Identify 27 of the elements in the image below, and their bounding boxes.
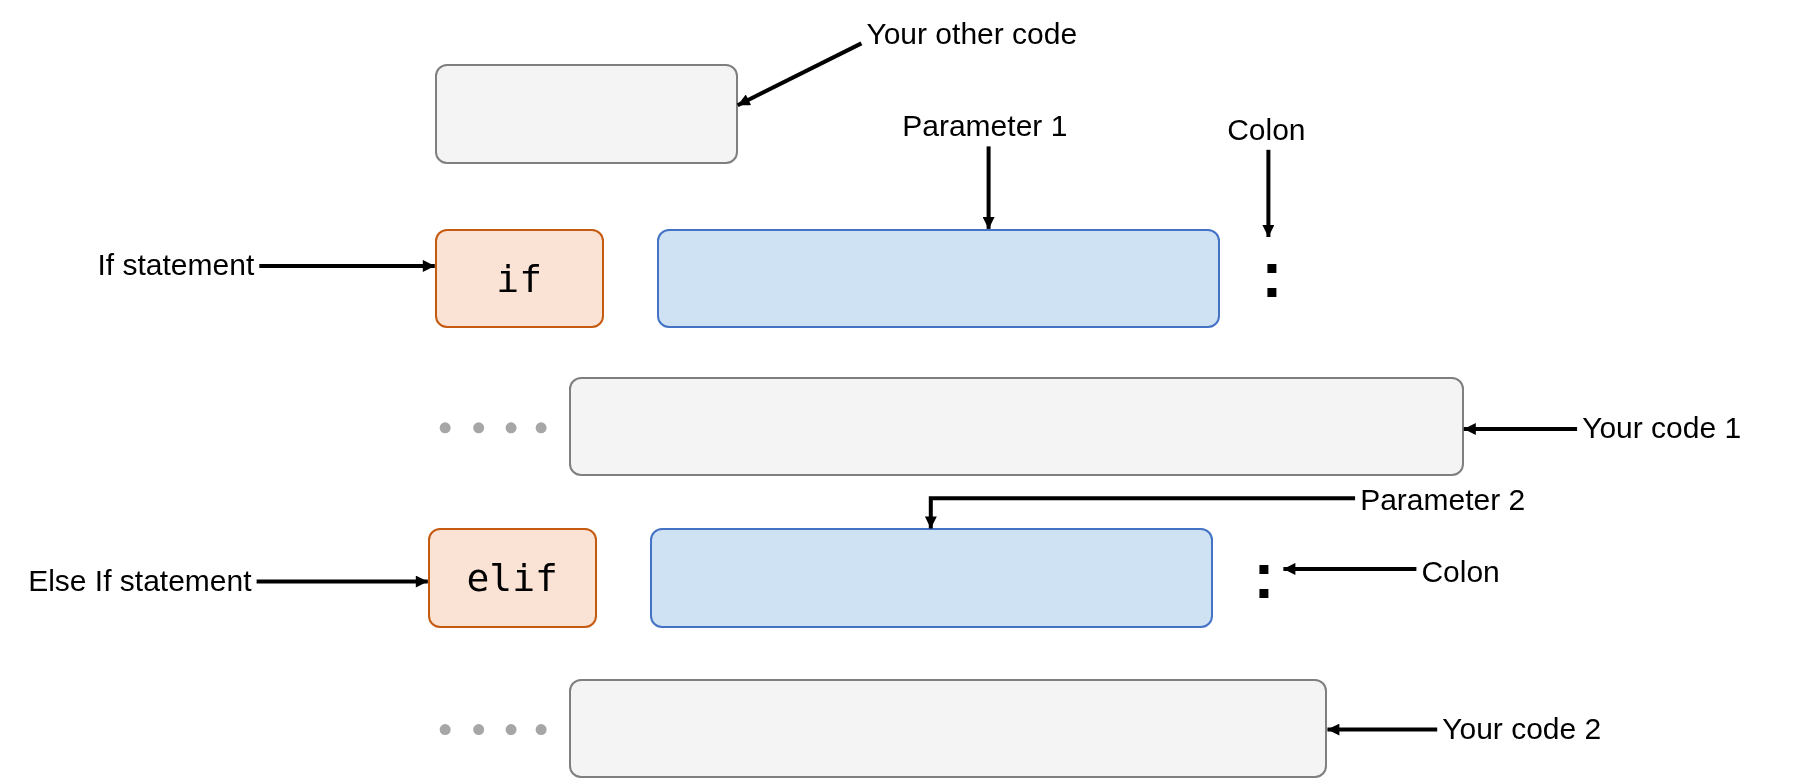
code-block-box	[434, 63, 738, 165]
leader-arrow	[259, 259, 435, 272]
colon-symbol: :	[1252, 237, 1292, 314]
annotation-label: Colon	[1222, 109, 1311, 150]
annotation-label: Your other code	[861, 13, 1083, 54]
leader-arrow	[1283, 562, 1417, 575]
annotation-label: Parameter 1	[897, 106, 1073, 147]
annotation-label: Else If statement	[23, 560, 257, 601]
condition-box	[656, 228, 1220, 329]
annotation-label: Colon	[1416, 551, 1505, 592]
leader-arrow	[982, 146, 995, 229]
annotation-label: Your code 2	[1437, 708, 1607, 749]
leader-arrow	[924, 496, 1356, 529]
colon-symbol: :	[1244, 537, 1284, 614]
code-block-box	[568, 376, 1464, 477]
condition-box	[649, 528, 1213, 628]
leader-arrow	[256, 575, 428, 588]
leader-arrow	[736, 41, 863, 107]
leader-arrow	[1463, 423, 1578, 435]
annotation-label: Your code 1	[1577, 408, 1747, 449]
keyword-box: if	[434, 228, 604, 329]
annotation-label: Parameter 2	[1355, 479, 1531, 520]
leader-arrow	[1327, 723, 1438, 736]
annotation-label: If statement	[92, 245, 260, 286]
leader-arrow	[1262, 149, 1275, 237]
keyword-box: elif	[427, 528, 597, 628]
code-block-box	[568, 678, 1328, 779]
